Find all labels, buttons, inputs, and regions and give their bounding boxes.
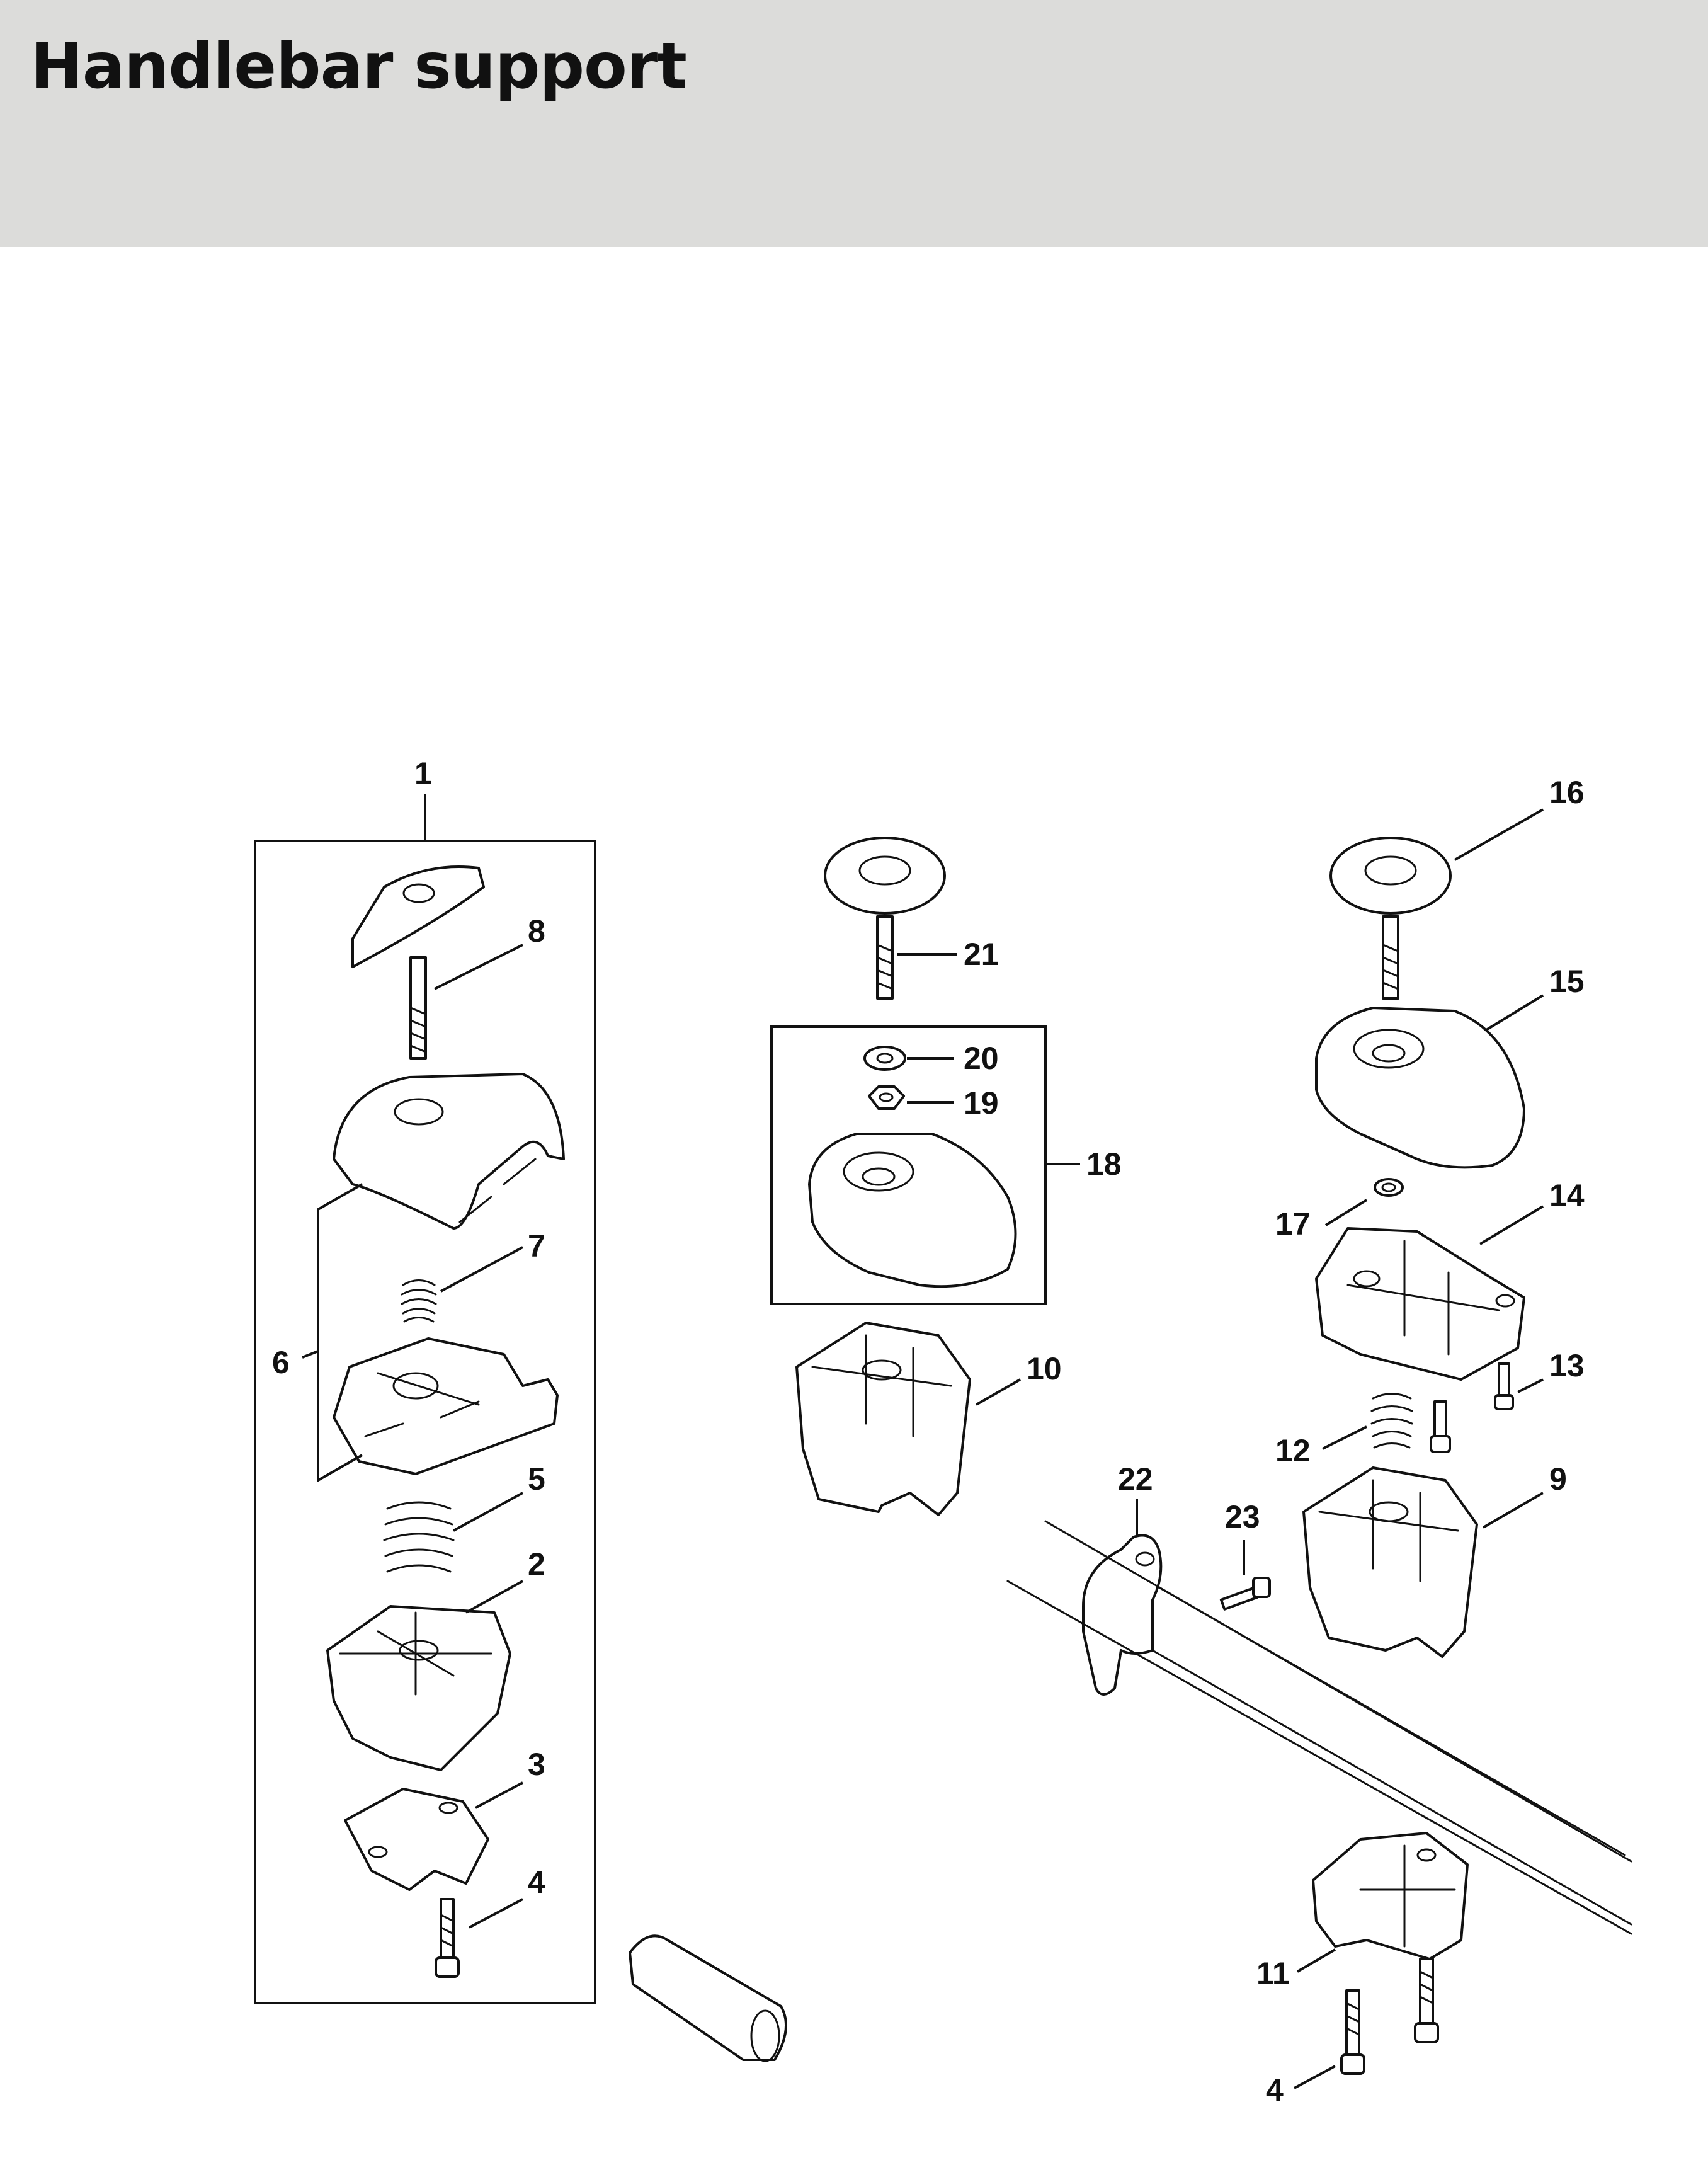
callout-6: 6 (272, 1345, 290, 1380)
callout-18: 18 (1086, 1146, 1122, 1182)
callout-11: 11 (1256, 1956, 1290, 1991)
callout-8: 8 (528, 913, 545, 949)
part-6-lower-housing (333, 1337, 559, 1475)
part-16-clamp-screw (1329, 837, 1452, 1000)
part-19-nut (868, 1085, 905, 1110)
part-6-upper-cover (333, 1073, 565, 1230)
part-22-tube-clamp (1082, 1534, 1163, 1696)
part-11-lower-clamp (1312, 1832, 1469, 1960)
part-15-cover (1315, 1007, 1525, 1169)
part-7-small-spring (401, 1279, 437, 1323)
callout-3: 3 (528, 1747, 545, 1782)
part-4-screw-left (435, 1898, 460, 1978)
callout-4: 4 (528, 1865, 545, 1900)
callout-7: 7 (528, 1228, 545, 1264)
callout-12: 12 (1275, 1433, 1311, 1468)
part-4-screws-right (1340, 1958, 1439, 2075)
tube-stub (629, 1934, 787, 2062)
part-23-screw (1219, 1577, 1271, 1611)
callout-14: 14 (1549, 1178, 1585, 1213)
callout-9: 9 (1549, 1461, 1567, 1497)
part-14-upper-housing (1315, 1227, 1525, 1381)
part-8-wing-screw (351, 865, 485, 1060)
main-tube (1006, 1520, 1632, 1935)
header-band: Handlebar support (0, 0, 1708, 247)
callout-16: 16 (1549, 775, 1585, 810)
part-12-spring (1370, 1393, 1451, 1453)
part-5-large-spring (383, 1501, 455, 1573)
callout-15: 15 (1549, 964, 1585, 999)
callout-17: 17 (1275, 1206, 1311, 1242)
callout-22: 22 (1118, 1461, 1153, 1497)
callout-4-right: 4 (1266, 2072, 1284, 2108)
part-13-screw (1494, 1362, 1514, 1410)
part-18-cover (808, 1133, 1017, 1288)
callout-21: 21 (964, 937, 999, 972)
part-21-clamp-screw (824, 837, 946, 1000)
part-2-housing-block (326, 1605, 511, 1771)
part-17-washer (1374, 1178, 1404, 1197)
callout-2: 2 (528, 1546, 545, 1582)
callout-20: 20 (964, 1041, 999, 1076)
callout-23: 23 (1225, 1499, 1260, 1534)
callout-10: 10 (1027, 1351, 1062, 1386)
page-title: Handlebar support (30, 29, 687, 103)
callout-19: 19 (964, 1085, 999, 1121)
part-3-clamp-half (344, 1788, 489, 1891)
callout-1: 1 (414, 756, 432, 791)
part-10-support-block (795, 1322, 971, 1516)
callout-13: 13 (1549, 1348, 1585, 1383)
callout-5: 5 (528, 1461, 545, 1497)
part-20-lock-washer (863, 1046, 906, 1071)
part-9-support-block (1302, 1466, 1478, 1658)
